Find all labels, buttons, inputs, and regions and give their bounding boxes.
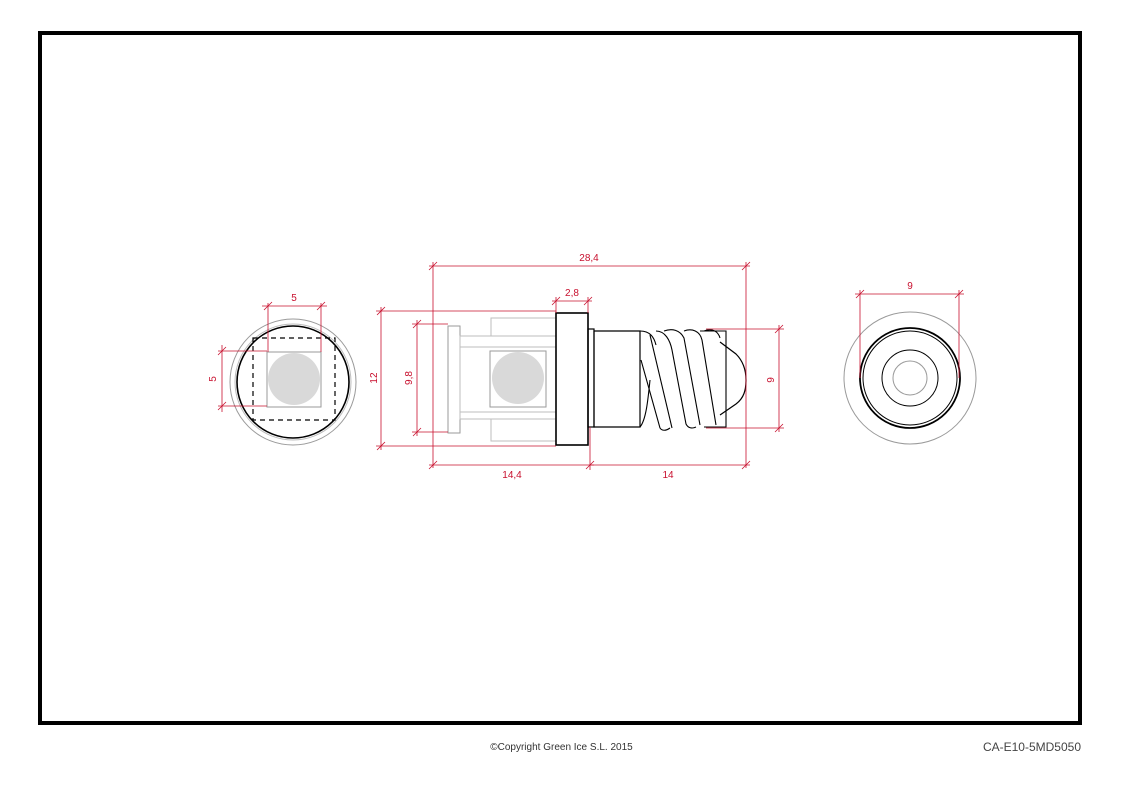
side-view-thread-core <box>593 330 641 428</box>
side-view-head-bottom-block <box>490 418 557 442</box>
front-view-led-chip-hidden <box>252 337 336 421</box>
side-view-led-lens <box>492 352 544 404</box>
dim-thread-length: 14 <box>662 470 674 481</box>
dim-head-length: 14,4 <box>502 470 522 481</box>
front-view <box>229 318 357 446</box>
side-view-dimensions <box>376 261 784 470</box>
side-view-rear-disc <box>447 325 461 434</box>
rear-view-dimensions <box>855 289 964 378</box>
rear-view-contact-inner-circle <box>892 360 928 396</box>
side-view-neck <box>587 328 595 428</box>
front-view-outer-circle <box>229 318 357 446</box>
rear-view-contact-circle <box>881 349 939 407</box>
front-view-body-circle <box>236 325 350 439</box>
part-code: CA-E10-5MD5050 <box>982 740 1081 754</box>
dim-outer-diameter: 12 <box>369 372 380 384</box>
side-view-contact-tip <box>719 341 747 416</box>
front-view-led-lens <box>268 353 320 405</box>
side-view-led-square <box>489 350 547 408</box>
drawing-frame <box>38 31 1082 725</box>
dim-flange-thickness: 2,8 <box>565 288 579 299</box>
front-view-dimensions <box>217 301 327 412</box>
copyright-text: ©Copyright Green Ice S.L. 2015 <box>490 742 633 753</box>
rear-view-rim-inner-circle <box>862 330 958 426</box>
front-view-led-square <box>266 351 322 408</box>
rear-view-outer-circle <box>843 311 977 445</box>
rear-view-rim-circle <box>859 327 961 429</box>
side-view <box>447 312 747 446</box>
dim-rear-diameter: 9 <box>907 281 913 292</box>
side-view-thread <box>639 329 727 431</box>
dim-thread-diameter: 9 <box>766 377 777 383</box>
dim-front-width: 5 <box>291 293 297 304</box>
side-view-head-top-block <box>490 317 557 337</box>
dim-overall-length: 28,4 <box>579 253 599 264</box>
side-view-flange <box>555 312 589 446</box>
dim-front-height: 5 <box>208 376 219 382</box>
rear-view <box>843 311 977 445</box>
front-view-inner-circle <box>234 323 352 441</box>
dim-inner-diameter: 9,8 <box>404 371 415 385</box>
